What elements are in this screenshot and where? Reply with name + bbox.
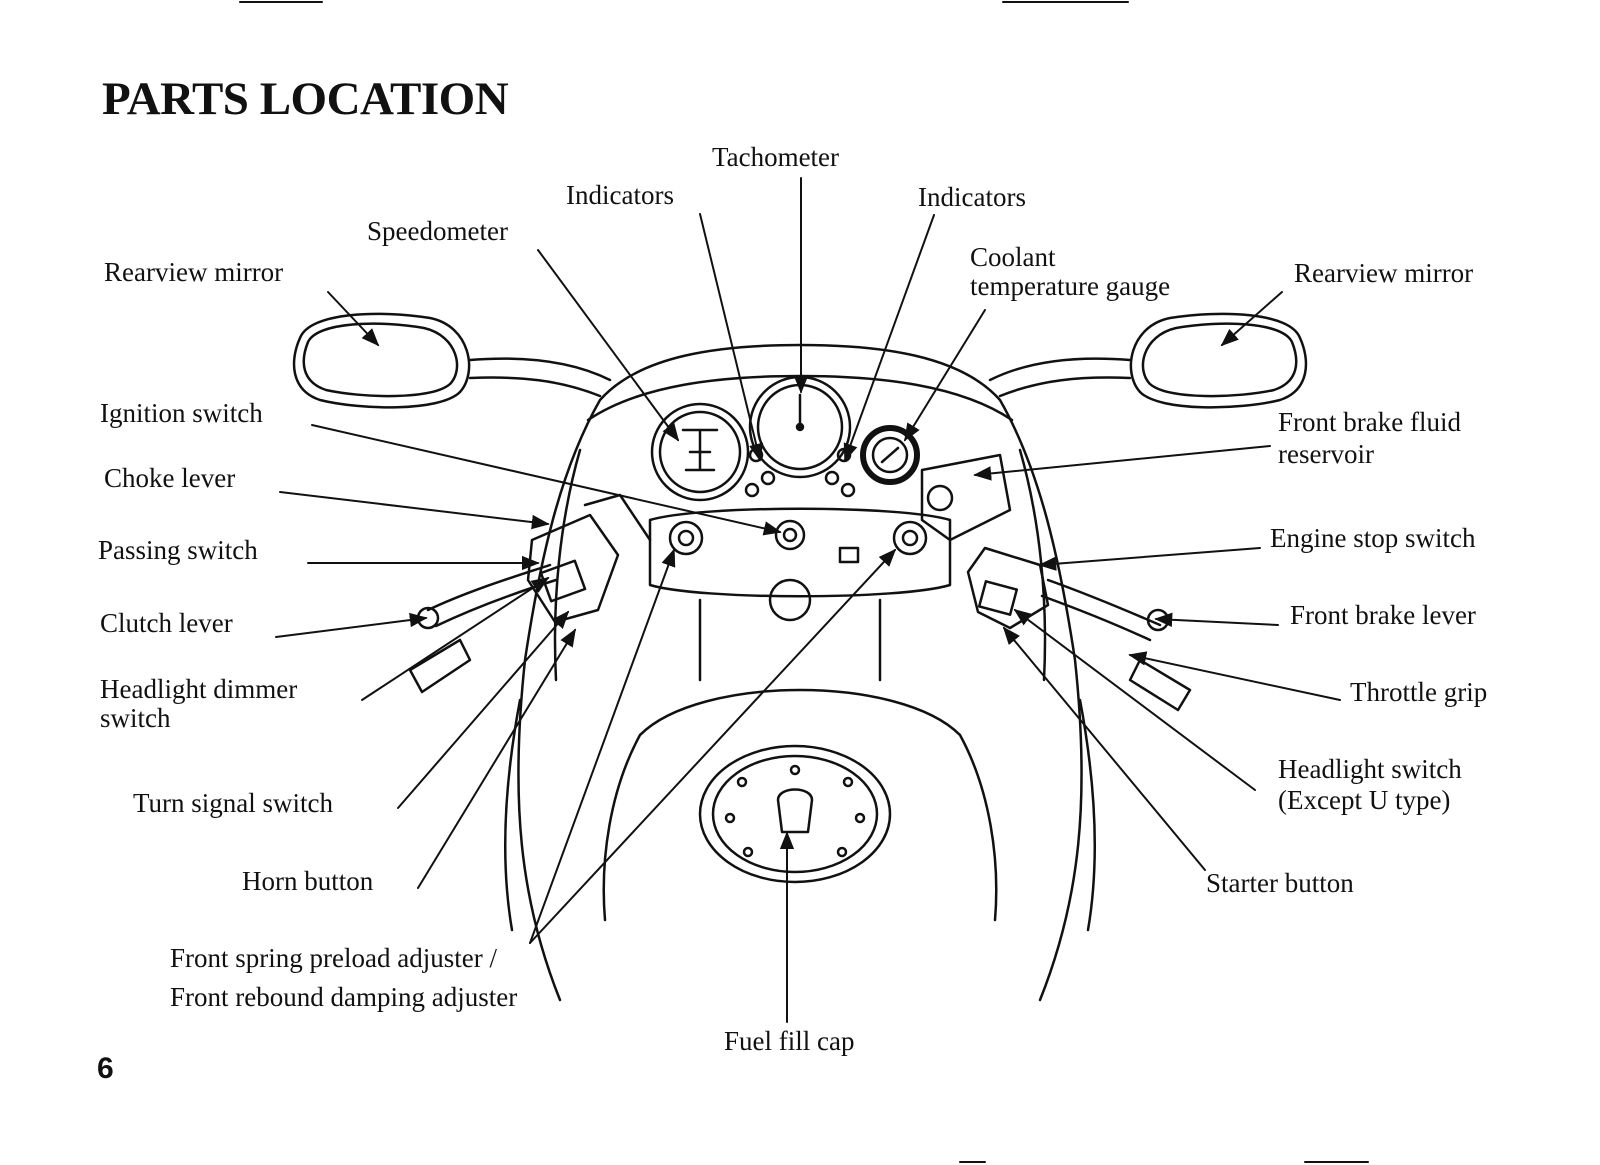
label-choke-lever: Choke lever: [104, 463, 236, 493]
page-title: PARTS LOCATION: [102, 73, 509, 125]
label-indicators-right: Indicators: [918, 182, 1026, 212]
brake-lever-grip: [1040, 578, 1192, 712]
label-brake-fluid-line1: Front brake fluid: [1278, 407, 1461, 437]
label-rearview-right: Rearview mirror: [1294, 258, 1474, 288]
label-fuel-fill-cap: Fuel fill cap: [724, 1026, 855, 1056]
left-mirror: [292, 312, 612, 409]
page-edge-marks: [239, 1, 1369, 1163]
brake-fluid-reservoir: [920, 453, 1012, 542]
right-mirror: [988, 312, 1308, 409]
label-horn-button: Horn button: [242, 866, 374, 896]
label-speedometer: Speedometer: [367, 216, 508, 246]
fuel-tank: [602, 688, 998, 922]
clutch-lever-grip: [408, 563, 558, 694]
label-rearview-left: Rearview mirror: [104, 257, 284, 287]
label-turn-signal-switch: Turn signal switch: [133, 788, 334, 818]
fairing-outline: [504, 343, 1096, 1002]
label-coolant-line1: Coolant: [970, 242, 1056, 272]
label-engine-stop-switch: Engine stop switch: [1270, 523, 1476, 553]
label-indicators-left: Indicators: [566, 180, 674, 210]
label-headlight-switch-line2: (Except U type): [1278, 785, 1451, 815]
indicator-lights: [744, 447, 856, 498]
label-coolant-line2: temperature gauge: [970, 271, 1171, 301]
label-passing-switch: Passing switch: [98, 535, 258, 565]
label-starter-button: Starter button: [1206, 868, 1354, 898]
label-preload-line2: Front rebound damping adjuster: [170, 982, 518, 1012]
label-headlight-switch-line1: Headlight switch: [1278, 754, 1462, 784]
label-tachometer: Tachometer: [712, 142, 840, 172]
coolant-gauge: [860, 425, 920, 485]
label-dimmer-line2: switch: [100, 703, 171, 733]
label-preload-line1: Front spring preload adjuster /: [170, 943, 497, 973]
leader-lines: [275, 177, 1341, 1023]
label-clutch-lever: Clutch lever: [100, 608, 233, 638]
speedometer-gauge: [650, 402, 750, 502]
label-brake-fluid-line2: reservoir: [1278, 439, 1374, 469]
page-number: 6: [97, 1052, 114, 1085]
label-dimmer-line1: Headlight dimmer: [100, 674, 298, 704]
label-throttle-grip: Throttle grip: [1350, 677, 1488, 707]
label-ignition-switch: Ignition switch: [100, 398, 263, 428]
triple-clamp: [648, 507, 952, 682]
right-switch-housing: [966, 546, 1050, 630]
label-front-brake-lever: Front brake lever: [1290, 600, 1476, 630]
left-switch-housing: [526, 493, 652, 624]
